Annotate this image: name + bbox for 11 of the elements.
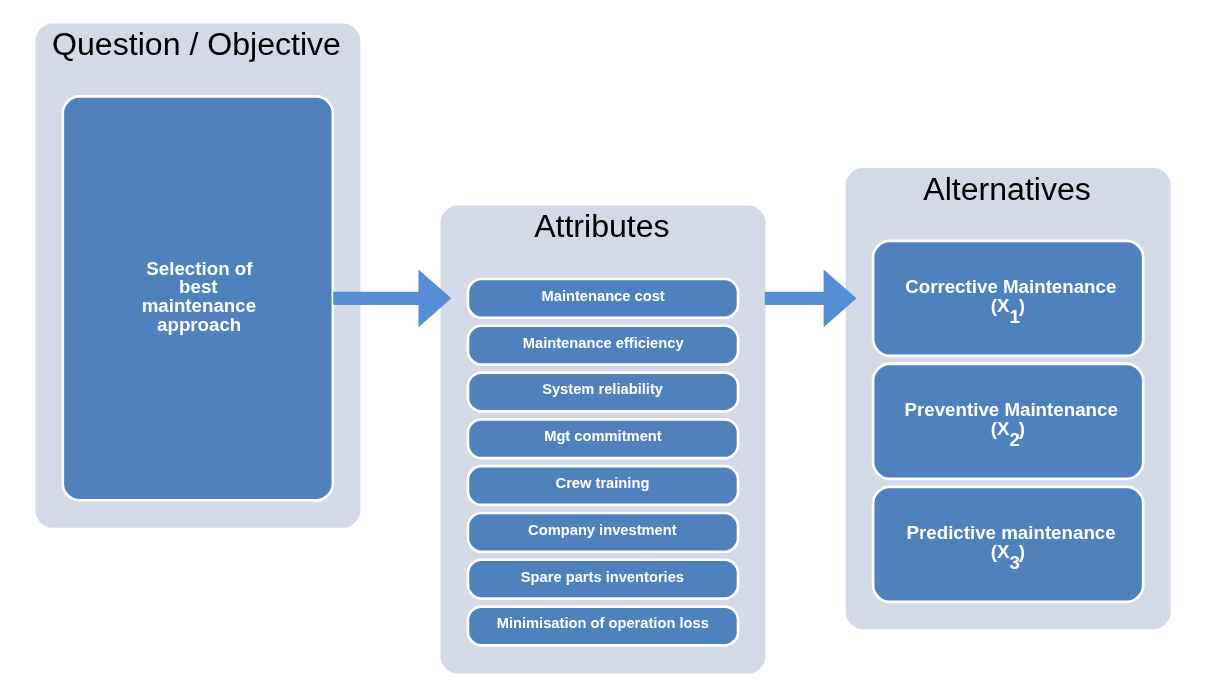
node-box: Company investment (466, 511, 739, 554)
node-box: Spare parts inventories (466, 558, 739, 600)
node-box: Maintenance efficiency (466, 324, 739, 366)
node-box: System reliability (466, 371, 739, 413)
node-box: Minimisation of operation loss (466, 605, 739, 647)
arrow (332, 269, 451, 328)
node-box: Maintenance cost (466, 277, 739, 320)
node-box: Mgt commitment (466, 418, 739, 460)
node-box: Selection of best maintenance approach (60, 95, 334, 502)
node-box: Crew training (466, 464, 739, 507)
arrow (764, 269, 856, 328)
